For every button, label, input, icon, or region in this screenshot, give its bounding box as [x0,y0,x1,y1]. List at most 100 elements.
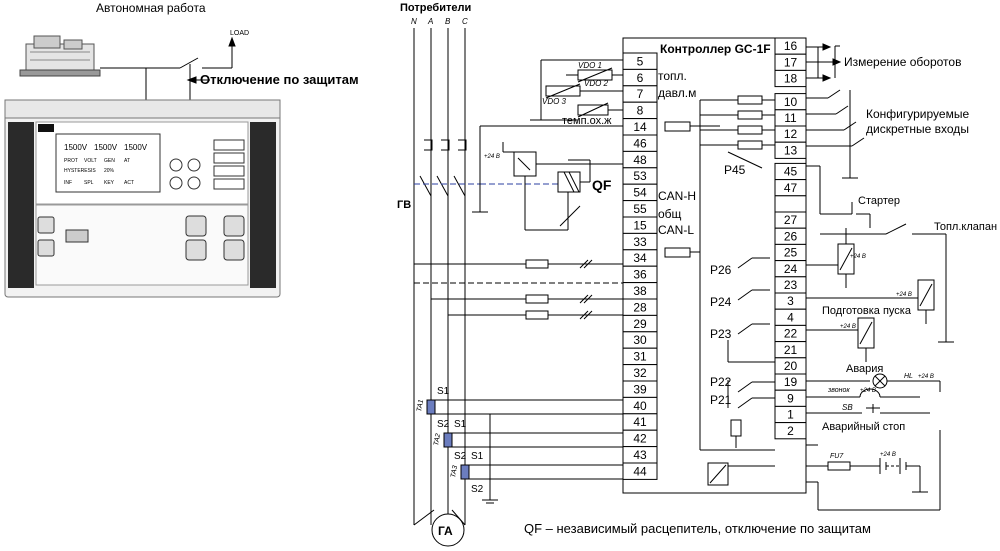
load-label: LOAD [230,30,249,37]
relay-p23: P23 [710,327,732,341]
screen-row-4-d: ACT [124,180,134,186]
ct3-s1: S1 [471,451,484,462]
terminal-number: 22 [784,327,798,341]
config-label-1: Конфигурируемые [866,107,969,121]
footnote: QF – независимый расцепитель, отключение… [524,521,871,536]
sensor-temp: темп.ох.ж [562,115,612,127]
terminal-number: 9 [787,391,794,405]
ct3-s2: S2 [471,484,484,495]
relay-p24: P24 [710,295,732,309]
terminal-number: 10 [784,95,798,109]
terminal-number: 45 [784,165,798,179]
label-topl: топл. [658,69,687,83]
ga-label: ГА [438,524,453,538]
terminal-number: 53 [633,169,647,183]
terminal-cell [622,462,658,480]
relay-p22: P22 [710,375,732,389]
terminal-number: 29 [633,317,647,331]
generator [413,509,466,547]
terminal-number: 6 [637,71,644,85]
ct2-s2: S2 [454,451,467,462]
plus24-6: +24 B [860,388,876,394]
terminal-number: 27 [784,213,798,227]
emergency-label: Аварийный стоп [822,421,905,433]
terminal-number: 7 [637,87,644,101]
bell-label: звонок [827,387,850,394]
consumers-label: Потребители [400,2,471,14]
contactor-gv [414,139,560,197]
terminal-number: 30 [633,333,647,347]
terminal-number: 28 [633,300,647,314]
internal-wiring [479,95,775,486]
ct1-s2: S2 [437,419,450,430]
plus24-4: +24 B [840,324,856,330]
terminal-number: 42 [633,432,647,446]
fuel-valve-label: Топл.клапан [934,221,997,233]
terminal-number: 14 [633,120,647,134]
terminal-number: 8 [637,104,644,118]
screen-row-1-a: 1500V [64,143,88,152]
prep-label: Подготовка пуска [822,305,912,317]
terminal-number: 13 [784,143,798,157]
load-line [100,36,236,100]
screen-row-2-b: VOLT [84,158,97,164]
terminal-number: 38 [633,284,647,298]
screen-row-2-d: AT [124,158,130,164]
terminal-cell [774,195,807,213]
terminal-number: 43 [633,448,647,462]
terminal-number: 32 [633,366,647,380]
terminal-number: 12 [784,127,798,141]
terminal-number: 39 [633,382,647,396]
autonomous-title: Автономная работа [96,1,206,15]
terminal-number: 41 [633,415,647,429]
right-wiring [727,43,954,511]
terminal-number: 34 [633,251,647,265]
terminal-number: 2 [787,424,794,438]
terminal-number: 26 [784,229,798,243]
terminal-number: 20 [784,359,798,373]
current-transformers [426,399,625,504]
left-terminal-column: 5678144648535455153334363828293031323940… [622,52,658,480]
phase-c: C [462,17,468,26]
terminal-number: 17 [784,55,798,69]
terminal-cell [774,141,807,159]
terminal-cell [774,422,807,440]
qf-label: QF [592,177,612,193]
terminal-number: 44 [633,464,647,478]
phase-a: A [427,17,433,26]
terminal-number: 5 [637,54,644,68]
terminal-number: 15 [633,218,647,232]
terminal-number: 11 [784,111,797,125]
screen-row-4-c: KEY [104,180,115,186]
plus24-5: +24 B [918,374,934,380]
protection-label: Отключение по защитам [200,72,359,87]
terminal-number: 33 [633,235,647,249]
alarm-label: Авария [846,363,883,375]
sb-label: SB [842,403,853,412]
sensor-vdo3: VDO 3 [542,97,567,106]
phase-n: N [411,17,417,26]
screen-row-1-b: 1500V [94,143,118,152]
label-can-l: CAN-L [658,223,694,237]
terminal-number: 19 [784,375,798,389]
ct1-s1: S1 [437,386,450,397]
gv-label: ГВ [397,199,411,211]
terminal-number: 25 [784,246,798,260]
ct2-s1: S1 [454,419,467,430]
terminal-number: 46 [633,136,647,150]
speed-label: Измерение оборотов [844,55,961,69]
terminal-number: 54 [633,186,647,200]
terminal-number: 23 [784,278,798,292]
terminal-cell [774,69,807,88]
controller-panel [4,99,281,298]
label-p45: P45 [724,163,746,177]
phase-b: B [445,17,451,26]
sensor-vdo2: VDO 2 [584,79,609,88]
relay-p21: P21 [710,393,732,407]
terminal-number: 21 [784,343,798,357]
label-davl: давл.м [658,86,696,100]
right-terminal-column: 1617181011121345472726252423342221201991… [774,37,807,440]
terminal-number: 1 [787,408,794,422]
relay-46 [502,142,625,177]
terminal-number: 55 [633,202,647,216]
